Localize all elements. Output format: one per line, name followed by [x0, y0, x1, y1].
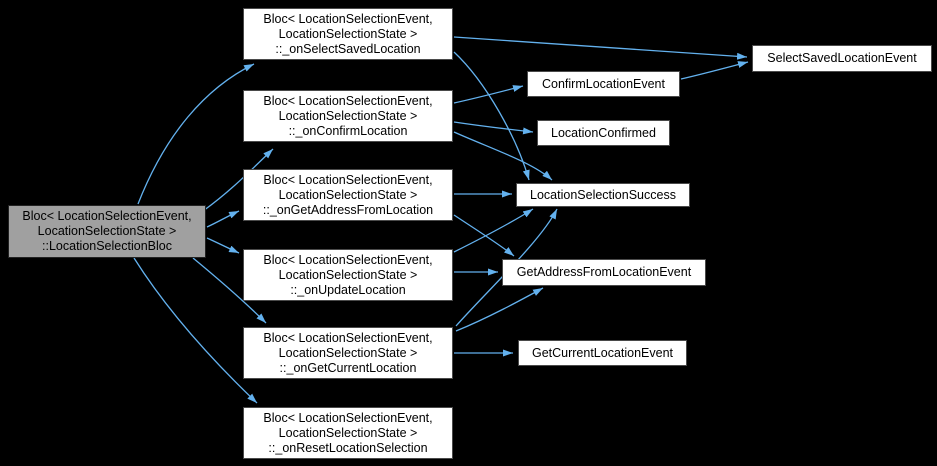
edge-bloc-to-on-reset-location-selection — [133, 257, 258, 404]
node-on-update-location[interactable]: Bloc< LocationSelectionEvent, LocationSe… — [243, 249, 453, 301]
edge-confirm-location-event-to-select-saved-location-event — [680, 61, 749, 80]
edge-on-confirm-location-to-location-confirmed — [453, 121, 534, 135]
node-get-current-location-event[interactable]: GetCurrentLocationEvent — [518, 340, 687, 366]
node-select-saved-location-event[interactable]: SelectSavedLocationEvent — [752, 45, 932, 72]
node-on-get-address-from-location[interactable]: Bloc< LocationSelectionEvent, LocationSe… — [243, 169, 453, 221]
node-on-reset-location-selection[interactable]: Bloc< LocationSelectionEvent, LocationSe… — [243, 407, 453, 459]
node-location-confirmed[interactable]: LocationConfirmed — [537, 120, 670, 146]
edge-on-confirm-location-to-location-selection-success — [453, 131, 553, 181]
edge-on-get-address-from-location-to-get-address-from-location-event — [453, 214, 515, 257]
node-on-get-current-location[interactable]: Bloc< LocationSelectionEvent, LocationSe… — [243, 327, 453, 379]
edge-bloc-to-on-get-current-location — [192, 257, 267, 324]
node-confirm-location-event[interactable]: ConfirmLocationEvent — [527, 71, 680, 97]
edge-bloc-to-on-confirm-location — [202, 148, 274, 212]
node-location-selection-bloc[interactable]: Bloc< LocationSelectionEvent, LocationSe… — [8, 205, 206, 258]
edge-on-get-current-location-to-get-address-from-location-event — [455, 287, 544, 332]
node-on-select-saved-location[interactable]: Bloc< LocationSelectionEvent, LocationSe… — [243, 8, 453, 60]
node-get-address-from-location-event[interactable]: GetAddressFromLocationEvent — [502, 259, 706, 286]
edge-on-select-saved-location-to-select-saved-location-event — [453, 36, 748, 60]
edge-on-confirm-location-to-confirm-location-event — [453, 85, 524, 104]
edge-on-select-saved-location-to-location-selection-success — [453, 51, 530, 181]
node-on-confirm-location[interactable]: Bloc< LocationSelectionEvent, LocationSe… — [243, 90, 453, 142]
edge-bloc-to-on-select-saved-location — [137, 63, 255, 205]
edge-on-update-location-to-location-selection-success — [453, 208, 534, 253]
edge-bloc-to-on-update-location — [206, 237, 240, 254]
node-location-selection-success[interactable]: LocationSelectionSuccess — [516, 183, 690, 207]
edge-bloc-to-on-get-address-from-location — [206, 210, 240, 228]
